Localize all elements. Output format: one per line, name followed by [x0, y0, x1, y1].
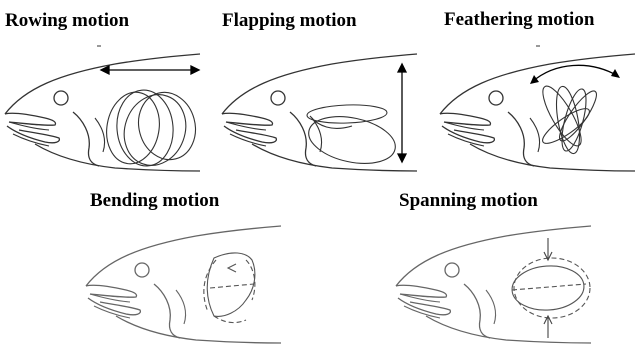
feathering-panel: [440, 46, 635, 171]
flapping-panel: [222, 54, 417, 171]
flapping-fish-head: [222, 54, 417, 171]
spanning-arrows: [544, 238, 552, 338]
feathering-fish-head: [440, 54, 635, 171]
spanning-fish-head: [396, 226, 591, 343]
bending-fin-strokes: [204, 253, 255, 323]
spanning-fin-strokes: [511, 258, 590, 318]
flapping-double-arrow: [398, 64, 406, 162]
bending-arrow: [228, 264, 236, 272]
rowing-double-arrow: [101, 66, 199, 74]
rowing-fin-strokes: [101, 86, 203, 174]
bending-panel: [86, 226, 281, 343]
flapping-fin-strokes: [304, 104, 399, 171]
rowing-fish-head: [5, 54, 200, 171]
feathering-curved-arrow: [530, 65, 620, 84]
spanning-panel: [396, 226, 591, 343]
feathering-fin-strokes: [536, 82, 601, 156]
rowing-panel: [5, 46, 203, 174]
